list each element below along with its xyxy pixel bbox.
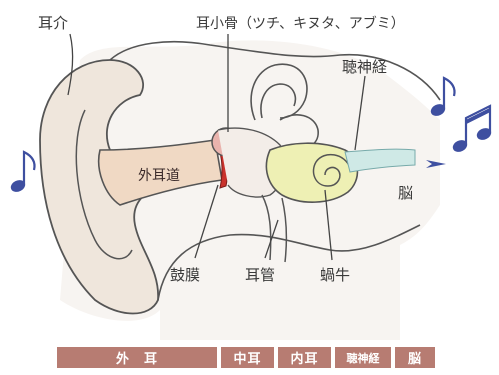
bar-middle-ear: 中耳 [221, 347, 274, 368]
note-left-icon [10, 152, 35, 193]
label-auditory-nerve: 聴神経 [342, 58, 387, 76]
label-ear-canal: 外耳道 [138, 168, 180, 184]
bar-outer-ear: 外 耳 [57, 347, 217, 368]
label-cochlea: 蝸牛 [320, 266, 350, 284]
note-right-top-icon [430, 78, 455, 117]
label-ossicles: 耳小骨（ツチ、キヌタ、アブミ） [196, 15, 405, 32]
bar-brain: 脳 [395, 347, 435, 368]
note-right-beam-icon [452, 106, 493, 153]
label-brain: 脳 [398, 184, 413, 202]
bar-inner-ear: 内耳 [278, 347, 331, 368]
bar-auditory-nerve: 聴神経 [335, 347, 391, 368]
label-eardrum: 鼓膜 [170, 266, 200, 284]
label-outer-ear: 耳介 [38, 14, 68, 32]
cochlea-shape [266, 143, 357, 202]
label-eustachian-tube: 耳管 [245, 266, 275, 284]
